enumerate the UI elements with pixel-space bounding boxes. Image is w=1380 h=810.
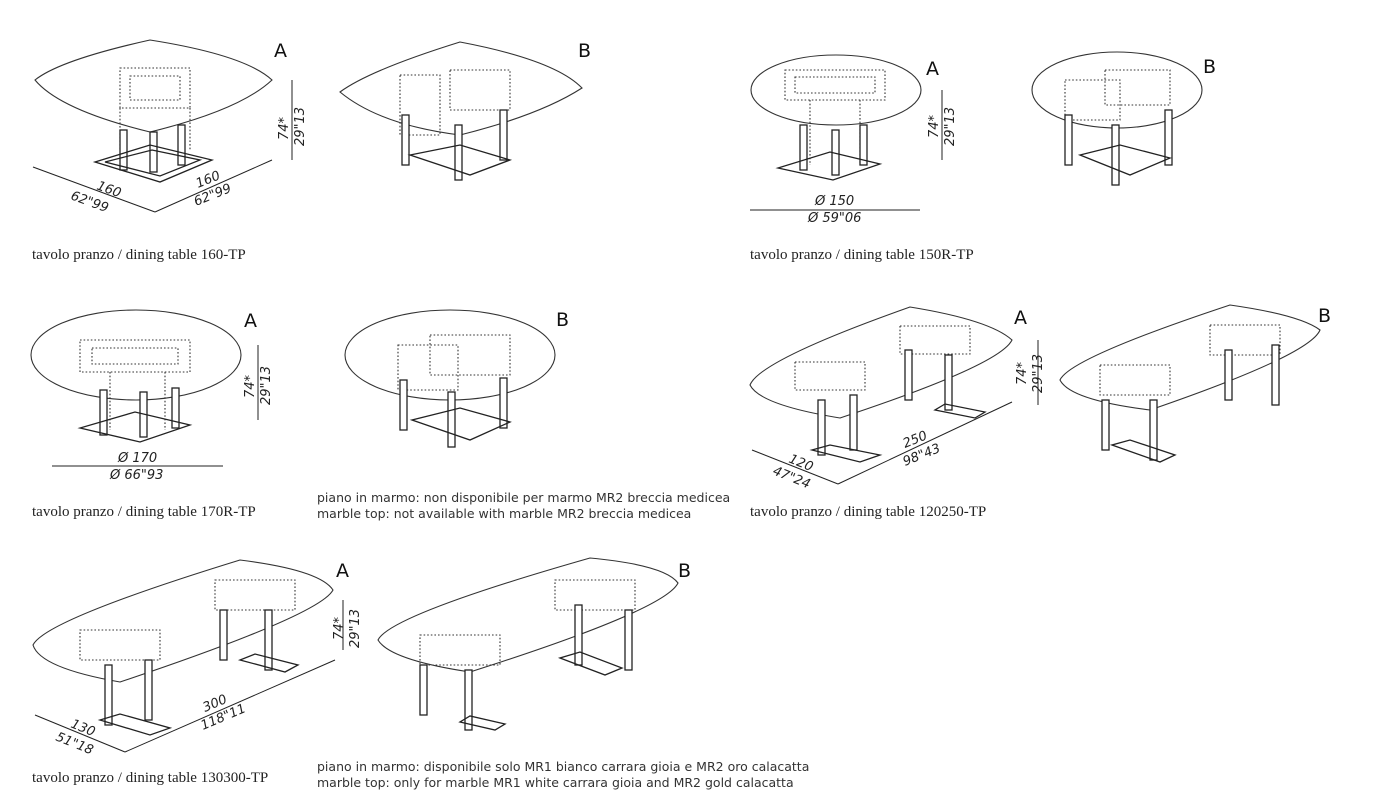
drawing-120250-tp-b: B (1059, 304, 1331, 463)
drawing-150r-tp-a (750, 54, 922, 181)
dim-150-diameter-in: Ø 59"06 (807, 211, 861, 226)
dim-170-height-cm: 74* (243, 374, 258, 398)
dim-160-height-cm: 74* (277, 116, 292, 140)
note-170r-it: piano in marmo: non disponibile per marm… (317, 490, 731, 505)
caption-160-tp: tavolo pranzo / dining table 160-TP (32, 247, 246, 263)
caption-120250-tp: tavolo pranzo / dining table 120250-TP (750, 504, 987, 520)
variant-130300-b: B (678, 560, 691, 582)
dims-160-tp: 160 62"99 160 62"99 74* 29"13 A (32, 40, 308, 216)
dim-150-height-in: 29"13 (943, 107, 958, 146)
drawing-150r-tp-b: B (1031, 51, 1216, 186)
dim-170-diameter-cm: Ø 170 (117, 451, 157, 466)
note-170r-en: marble top: not available with marble MR… (317, 506, 692, 521)
caption-130300-tp: tavolo pranzo / dining table 130300-TP (32, 770, 269, 786)
dims-170r-tp: Ø 170 Ø 66"93 74* 29"13 A (52, 310, 274, 483)
variant-160-b: B (578, 40, 591, 62)
dims-130300-tp: 130 51"18 300 118"11 74* 29"13 A (34, 560, 363, 758)
variant-150-a: A (926, 58, 939, 80)
variant-150-b: B (1203, 56, 1216, 78)
dims-150r-tp: Ø 150 Ø 59"06 74* 29"13 A (750, 58, 958, 226)
dim-160-height-in: 29"13 (293, 107, 308, 146)
dim-120250-height-cm: 74* (1015, 361, 1030, 385)
dim-120250-height-in: 29"13 (1031, 354, 1046, 393)
note-130300-tp: piano in marmo: disponibile solo MR1 bia… (317, 759, 809, 791)
note-130300-it: piano in marmo: disponibile solo MR1 bia… (317, 759, 810, 774)
drawing-130300-tp-a (32, 559, 334, 736)
variant-170-a: A (244, 310, 257, 332)
drawing-160-tp-a (34, 39, 273, 183)
variant-130300-a: A (336, 560, 349, 582)
drawing-170r-tp-a (30, 309, 242, 443)
caption-150r-tp: tavolo pranzo / dining table 150R-TP (750, 247, 974, 263)
dim-130300-height-cm: 74* (332, 616, 347, 640)
note-130300-en: marble top: only for marble MR1 white ca… (317, 775, 794, 790)
variant-120250-a: A (1014, 307, 1027, 329)
drawing-160-tp-b: B (339, 40, 591, 181)
note-170r-tp: piano in marmo: non disponibile per marm… (317, 490, 730, 522)
dim-150-height-cm: 74* (927, 114, 942, 138)
dim-150-diameter-cm: Ø 150 (814, 194, 854, 209)
variant-170-b: B (556, 309, 569, 331)
drawing-120250-tp-a (749, 306, 1013, 463)
dims-120250-tp: 120 47"24 250 98"43 74* 29"13 A (751, 307, 1046, 492)
drawing-170r-tp-b: B (344, 309, 569, 448)
dim-130300-height-in: 29"13 (348, 609, 363, 648)
dim-170-height-in: 29"13 (259, 366, 274, 405)
variant-160-a: A (274, 40, 287, 62)
drawing-130300-tp-b: B (377, 557, 691, 731)
caption-170r-tp: tavolo pranzo / dining table 170R-TP (32, 504, 256, 520)
variant-120250-b: B (1318, 305, 1331, 327)
dim-170-diameter-in: Ø 66"93 (109, 468, 163, 483)
